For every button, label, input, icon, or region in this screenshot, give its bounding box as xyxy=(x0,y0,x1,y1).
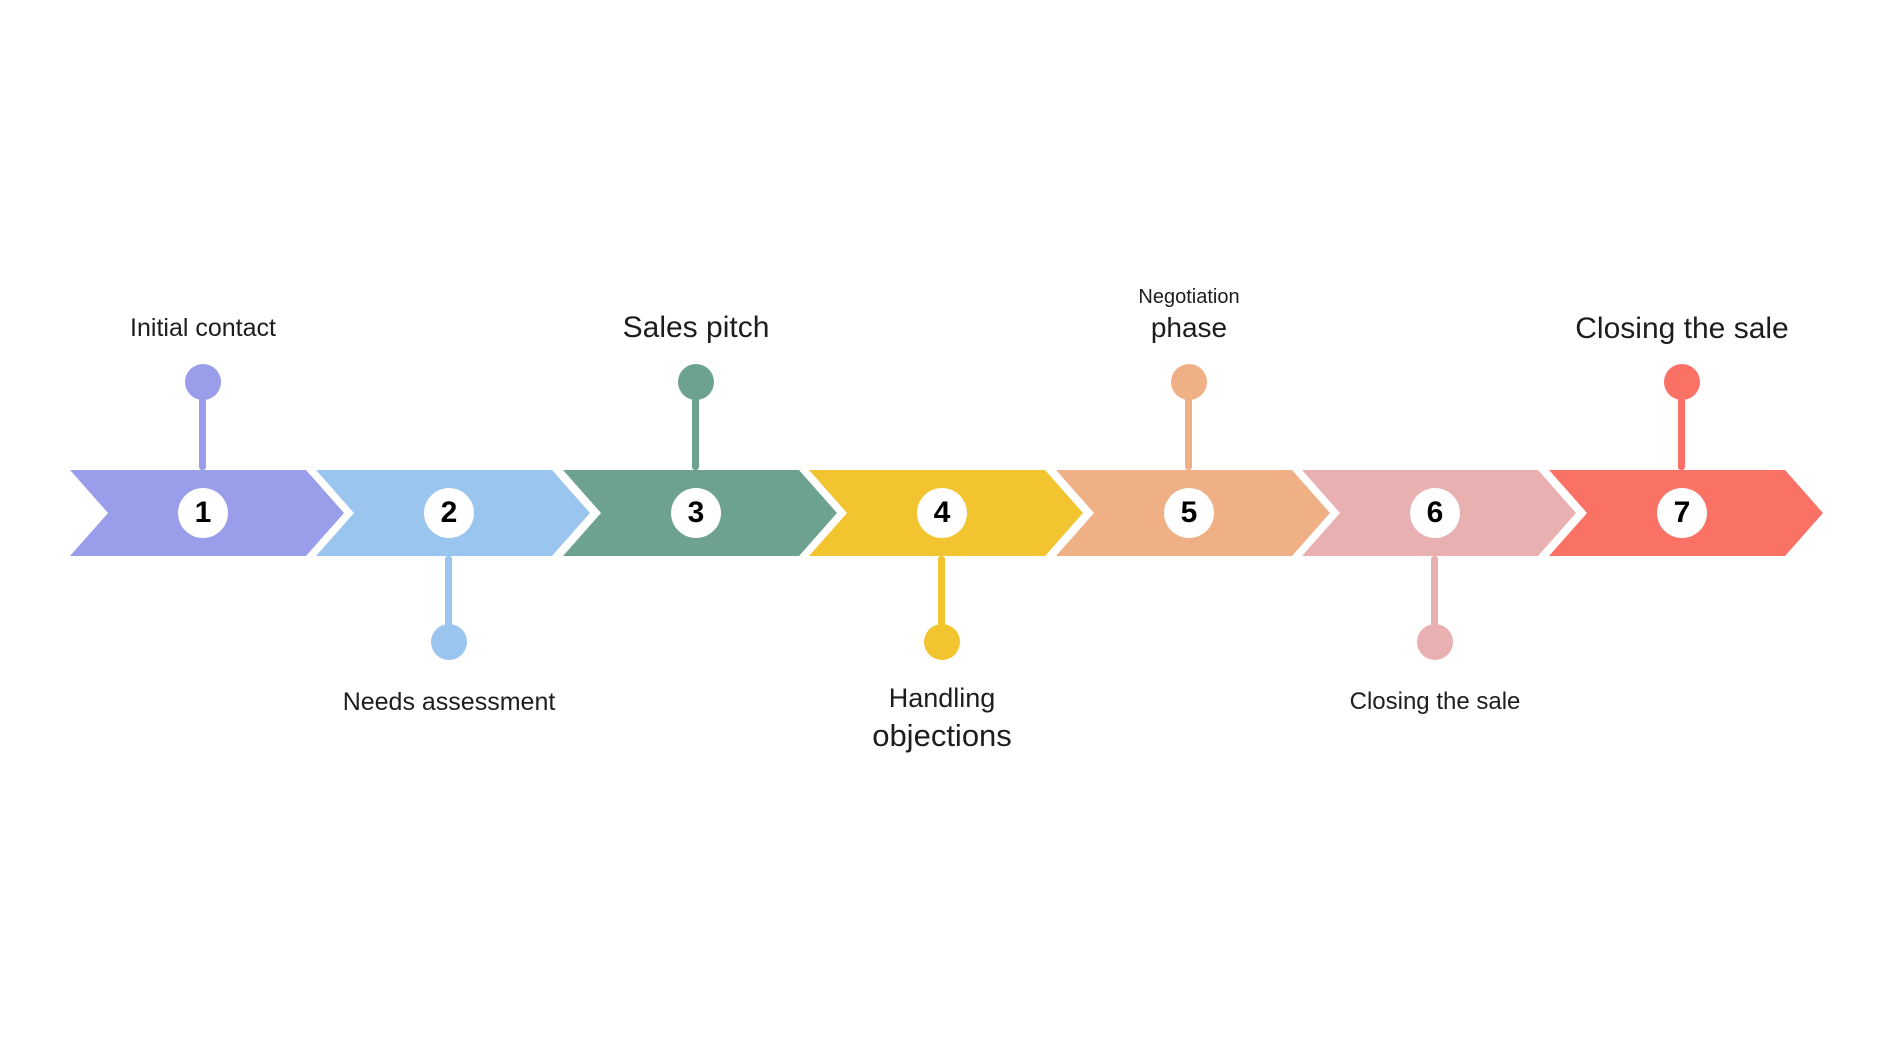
timeline-step-4: Handling objections 4 xyxy=(809,0,1083,1060)
step-number-badge: 1 xyxy=(178,488,228,538)
marker-dot xyxy=(924,624,960,660)
marker-dot xyxy=(1171,364,1207,400)
step-label: Closing the sale xyxy=(1575,309,1788,348)
step-label: Sales pitch xyxy=(623,308,770,347)
step-label: Handling objections xyxy=(872,681,1012,756)
marker-dot xyxy=(678,364,714,400)
connector-line xyxy=(199,380,206,470)
step-label-line2: objections xyxy=(872,718,1012,754)
marker-dot xyxy=(431,624,467,660)
timeline-step-2: Needs assessment 2 xyxy=(316,0,590,1060)
timeline-step-5: Negotiation phase 5 xyxy=(1056,0,1330,1060)
step-number-badge: 7 xyxy=(1657,488,1707,538)
connector-line xyxy=(1678,380,1685,470)
step-label-line2: phase xyxy=(1150,312,1228,343)
step-label-line1: Handling xyxy=(888,683,996,713)
step-label-line1: Sales pitch xyxy=(622,311,770,344)
step-number-badge: 3 xyxy=(671,488,721,538)
connector-line xyxy=(938,556,945,644)
step-label-line1: Initial contact xyxy=(130,314,276,342)
step-label: Needs assessment xyxy=(343,686,556,719)
connector-line xyxy=(1185,380,1192,470)
step-label-line1: Negotiation xyxy=(1138,286,1240,308)
step-label: Initial contact xyxy=(130,312,276,345)
connector-line xyxy=(1431,556,1438,644)
connector-line xyxy=(445,556,452,644)
step-label: Closing the sale xyxy=(1350,686,1521,717)
step-label-line1: Needs assessment xyxy=(342,688,556,716)
step-label-line1: Closing the sale xyxy=(1349,688,1521,715)
step-label: Negotiation phase xyxy=(1138,284,1239,346)
connector-line xyxy=(692,380,699,470)
step-number-badge: 2 xyxy=(424,488,474,538)
timeline-step-7: Closing the sale 7 xyxy=(1549,0,1823,1060)
step-number-badge: 6 xyxy=(1410,488,1460,538)
marker-dot xyxy=(1664,364,1700,400)
step-number-badge: 4 xyxy=(917,488,967,538)
timeline-step-1: Initial contact 1 xyxy=(70,0,344,1060)
step-label-line1: Closing the sale xyxy=(1575,312,1789,345)
marker-dot xyxy=(1417,624,1453,660)
marker-dot xyxy=(185,364,221,400)
timeline-step-3: Sales pitch 3 xyxy=(563,0,837,1060)
step-number-badge: 5 xyxy=(1164,488,1214,538)
timeline-step-6: Closing the sale 6 xyxy=(1302,0,1576,1060)
